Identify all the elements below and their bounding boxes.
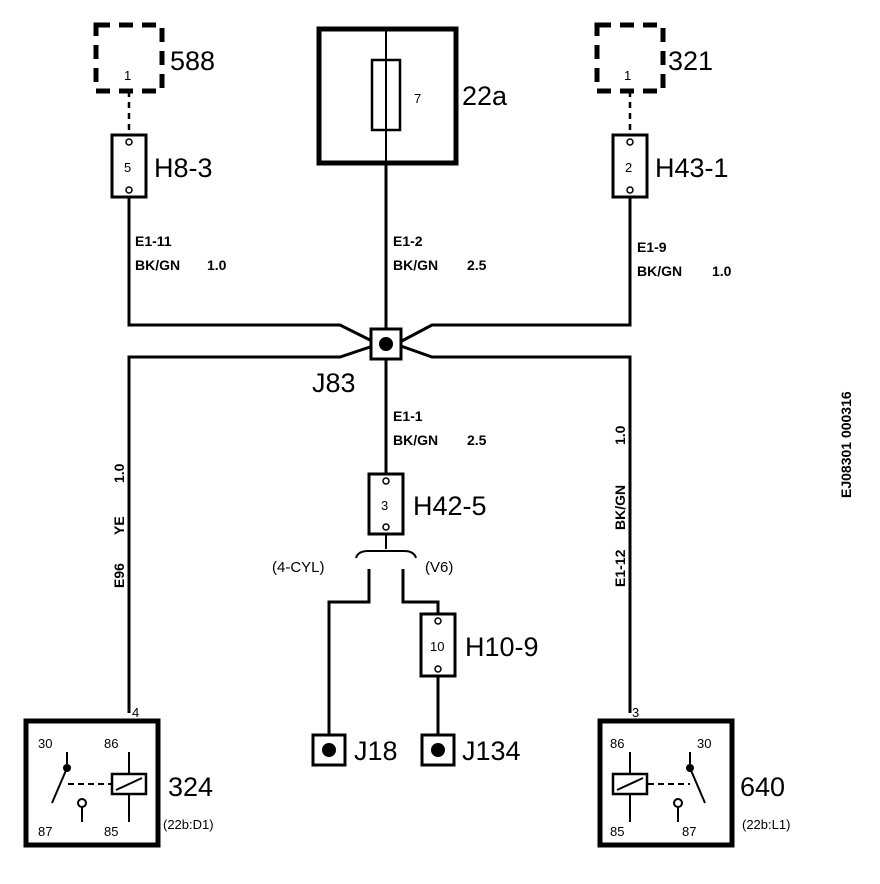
relay-324-t30: 30 [38, 736, 52, 751]
component-22a-label: 22a [462, 81, 508, 111]
relay-640-switch [689, 767, 706, 804]
wire-E1-12-label: E1-12 BK/GN 1.0 [612, 425, 628, 587]
svg-text:1.0: 1.0 [612, 425, 628, 445]
component-588-pin: 1 [124, 68, 131, 83]
relay-640-ref: (22b:L1) [742, 817, 790, 832]
svg-text:YE: YE [111, 516, 127, 535]
connector-H42-5-pin: 3 [381, 498, 388, 513]
component-588: 1 588 [93, 22, 215, 94]
svg-text:E1-9: E1-9 [637, 239, 667, 255]
component-321-pin: 1 [624, 68, 631, 83]
junction-J134-label: J134 [462, 736, 521, 766]
svg-text:BK/GN: BK/GN [135, 257, 180, 273]
option-split: (4-CYL) (V6) [272, 534, 453, 576]
svg-text:E96: E96 [111, 563, 127, 588]
relay-640-pin: 3 [632, 705, 639, 720]
connector-H10-9: 10 H10-9 [419, 612, 539, 678]
connector-H8-3-label: H8-3 [154, 153, 213, 183]
wire-E1-2-label: E1-2 BK/GN 2.5 [393, 233, 487, 273]
junction-J83-label: J83 [312, 368, 356, 398]
connector-H8-3-pin: 5 [124, 160, 131, 175]
junction-J83: J83 [312, 327, 403, 398]
svg-text:E1-2: E1-2 [393, 233, 423, 249]
relay-324-label: 324 [168, 772, 213, 802]
connector-H43-1-label: H43-1 [655, 153, 729, 183]
relay-324-t87: 87 [38, 824, 52, 839]
svg-text:BK/GN: BK/GN [393, 432, 438, 448]
svg-text:E1-1: E1-1 [393, 408, 423, 424]
diagram-id: EJ08301 000316 [838, 391, 854, 498]
svg-text:1.0: 1.0 [111, 463, 127, 483]
wire-E1-9-label: E1-9 BK/GN 1.0 [637, 239, 732, 279]
wire-E1-1-label: E1-1 BK/GN 2.5 [393, 408, 487, 448]
wire-E1-11-label: E1-11 BK/GN 1.0 [135, 233, 227, 273]
component-321-label: 321 [668, 46, 713, 76]
relay-640-t86: 86 [610, 736, 624, 751]
junction-J134: J134 [420, 733, 521, 767]
svg-text:BK/GN: BK/GN [612, 485, 628, 530]
relay-640-t30: 30 [697, 736, 711, 751]
wire-E96-label: E96 YE 1.0 [111, 463, 127, 588]
connector-H8-3: 5 H8-3 [110, 133, 213, 199]
svg-text:1.0: 1.0 [712, 263, 732, 279]
relay-324-ref: (22b:D1) [163, 817, 214, 832]
svg-text:1.0: 1.0 [207, 257, 227, 273]
fuse-number: 7 [414, 91, 421, 106]
connector-H10-9-label: H10-9 [465, 632, 539, 662]
wire-E1-12 [397, 343, 632, 713]
relay-640-label: 640 [740, 772, 785, 802]
wire-E96 [127, 343, 377, 713]
connector-H42-5-label: H42-5 [413, 491, 487, 521]
relay-324-pin: 4 [132, 705, 139, 720]
relay-324-switch [51, 767, 68, 804]
svg-text:BK/GN: BK/GN [393, 257, 438, 273]
relay-640-t87: 87 [682, 824, 696, 839]
svg-text:E1-11: E1-11 [135, 233, 172, 249]
relay-640-t85: 85 [610, 824, 624, 839]
wire-E1-9 [397, 197, 632, 345]
wire-to-J18 [327, 569, 371, 735]
svg-text:2.5: 2.5 [467, 257, 487, 273]
connector-H10-9-pin: 10 [430, 639, 444, 654]
relay-640: 3 86 30 85 87 640 (22b:L1) [597, 705, 790, 848]
connector-H42-5: 3 H42-5 [367, 472, 487, 536]
junction-J18: J18 [311, 733, 398, 767]
component-22a: 7 22a [316, 26, 508, 166]
connector-H43-1: 2 H43-1 [611, 133, 729, 199]
option-4cyl: (4-CYL) [272, 559, 325, 576]
component-588-label: 588 [170, 46, 215, 76]
svg-text:2.5: 2.5 [467, 432, 487, 448]
wire-to-H10-9 [401, 569, 440, 614]
option-v6: (V6) [425, 559, 453, 576]
svg-text:E1-12: E1-12 [612, 549, 628, 587]
connector-H43-1-pin: 2 [625, 160, 632, 175]
relay-324-t85: 85 [104, 824, 118, 839]
relay-324: 4 30 86 87 85 324 (22b:D1) [23, 705, 214, 848]
component-321: 1 321 [594, 22, 713, 94]
wire-E1-11 [127, 197, 377, 345]
relay-324-t86: 86 [104, 736, 118, 751]
junction-J18-label: J18 [354, 736, 398, 766]
svg-text:BK/GN: BK/GN [637, 263, 682, 279]
